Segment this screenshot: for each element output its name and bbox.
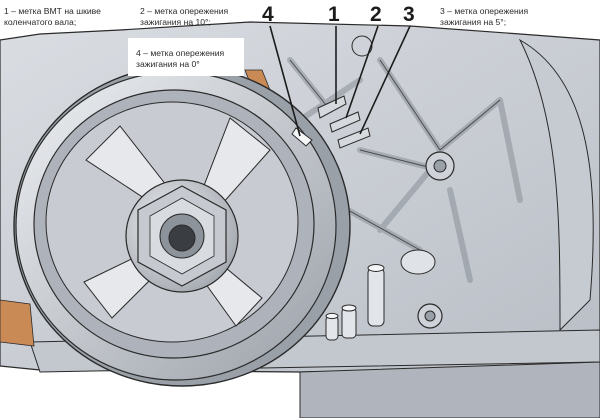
caption-mark-tdc: 1 – метка ВМТ на шкиве коленчатого вала;	[4, 6, 101, 27]
caption-mark-0: 4 – метка опережения зажигания на 0°	[136, 48, 225, 69]
caption-mark-10: 2 – метка опережения зажигания на 10°;	[140, 6, 229, 27]
caption-bg	[128, 38, 244, 76]
leader-lines	[269, 25, 411, 137]
callout-1: 1	[328, 3, 340, 26]
caption-mark-5: 3 – метка опережения зажигания на 5°;	[440, 6, 529, 27]
pulley-notch	[291, 127, 313, 147]
callout-2: 2	[370, 3, 382, 26]
timing-scale	[317, 95, 371, 149]
crankshaft-pulley	[13, 65, 351, 387]
callout-4: 4	[262, 3, 274, 26]
callout-3: 3	[403, 3, 415, 26]
